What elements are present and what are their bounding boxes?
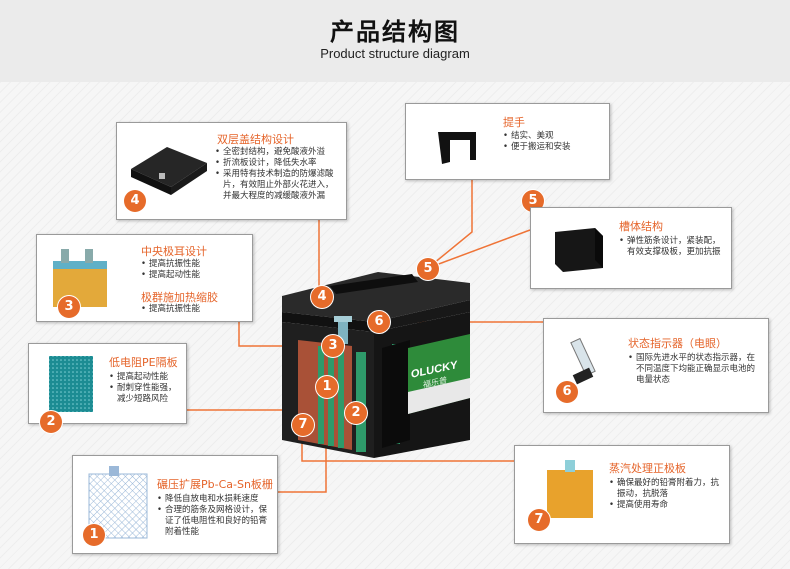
badge-5-case: 5 <box>417 258 439 280</box>
case-part-image <box>555 228 603 272</box>
handle-part-image <box>438 132 476 164</box>
separator-part-image <box>49 356 93 412</box>
separator-title: 低电阻PE隔板 <box>109 356 178 369</box>
case-title: 槽体结构 <box>619 220 663 233</box>
terminal-title: 中央极耳设计 <box>141 245 207 258</box>
case-bullets: 弹性筋条设计，紧装配，有效支撑极板，更加抗振 <box>619 236 727 258</box>
terminal-part-image <box>53 249 107 307</box>
lid-title: 双层盖结构设计 <box>217 133 294 146</box>
callout-handle: 提手 结实、美观 便于搬运和安装 <box>405 103 610 180</box>
indicator-bullets: 国际先进水平的状态指示器，在不同温度下均能正确显示电池的电量状态 <box>628 353 756 386</box>
header-band: 产品结构图 Product structure diagram <box>0 0 790 82</box>
plate-title: 蒸汽处理正极板 <box>609 462 686 475</box>
terminal-bullets: 提高抗振性能 提高起动性能 <box>141 259 249 281</box>
badge-6-indicator: 6 <box>556 381 578 403</box>
handle-bullet: 结实、美观 <box>503 131 607 142</box>
terminal-title2: 极群施加热缩胶 <box>141 291 218 304</box>
battery-handle <box>330 274 418 294</box>
handle-bullets: 结实、美观 便于搬运和安装 <box>503 131 607 153</box>
badge-3-battery: 3 <box>322 335 344 357</box>
plate-bullet: 提高使用寿命 <box>609 500 721 511</box>
badge-2-battery: 2 <box>345 402 367 424</box>
grid-title: 碾压扩展Pb-Ca-Sn板栅 <box>157 478 273 491</box>
page-subtitle: Product structure diagram <box>320 46 470 61</box>
terminal-post <box>338 318 348 344</box>
badge-4-battery: 4 <box>311 286 333 308</box>
terminal-bullet: 提高抗振性能 <box>141 259 249 270</box>
callout-lid: 双层盖结构设计 全密封结构，避免酸液外溢 折流板设计，降低失水率 采用特有技术制… <box>116 122 347 220</box>
plate-part-image <box>547 460 593 518</box>
callout-case: 槽体结构 弹性筋条设计，紧装配，有效支撑极板，更加抗振 <box>530 207 732 289</box>
page-title: 产品结构图 <box>330 18 460 46</box>
badge-4-lid: 4 <box>124 190 146 212</box>
indicator-part-image <box>570 337 596 385</box>
badge-2-separator: 2 <box>40 411 62 433</box>
handle-title: 提手 <box>503 116 525 129</box>
separator-bullet: 提高起动性能 <box>109 372 183 383</box>
badge-7-battery: 7 <box>292 414 314 436</box>
lid-part-image <box>131 147 207 195</box>
badge-3-terminal: 3 <box>58 296 80 318</box>
badge-7-plate: 7 <box>528 509 550 531</box>
lid-bullet: 折流板设计，降低失水率 <box>215 158 339 169</box>
lid-bullet: 全密封结构，避免酸液外溢 <box>215 147 339 158</box>
lid-bullet: 采用特有技术制造的防爆滤酸片，有效阻止外部火花进入，并最大程度的减缓酸液外漏 <box>215 169 339 202</box>
case-bullet: 弹性筋条设计，紧装配，有效支撑极板，更加抗振 <box>619 236 727 258</box>
terminal-bullet: 提高抗振性能 <box>141 304 249 315</box>
grid-bullets: 降低自放电和水损耗速度 合理的筋条及网格设计，保证了低电阻性和良好的铅膏附着性能 <box>157 494 273 538</box>
connector-case <box>427 229 531 269</box>
callout-indicator: 状态指示器（电眼） 国际先进水平的状态指示器，在不同温度下均能正确显示电池的电量… <box>543 318 769 413</box>
grid-bullet: 合理的筋条及网格设计，保证了低电阻性和良好的铅膏附着性能 <box>157 505 273 538</box>
badge-1-grid: 1 <box>83 524 105 546</box>
indicator-bullet: 国际先进水平的状态指示器，在不同温度下均能正确显示电池的电量状态 <box>628 353 756 386</box>
separator-bullet: 耐刺穿性能强，减少短路风险 <box>109 383 183 405</box>
separator-bullets: 提高起动性能 耐刺穿性能强，减少短路风险 <box>109 372 183 405</box>
badge-5-handle: 5 <box>522 190 544 212</box>
lid-bullets: 全密封结构，避免酸液外溢 折流板设计，降低失水率 采用特有技术制造的防爆滤酸片，… <box>215 147 339 202</box>
badge-1-battery: 1 <box>316 376 338 398</box>
indicator-title: 状态指示器（电眼） <box>628 337 727 350</box>
callout-separator: 低电阻PE隔板 提高起动性能 耐刺穿性能强，减少短路风险 <box>28 343 187 424</box>
callout-positive-plate: 蒸汽处理正极板 确保最好的铅膏附着力，抗振动，抗脱落 提高使用寿命 <box>514 445 730 544</box>
plate-bullet: 确保最好的铅膏附着力，抗振动，抗脱落 <box>609 478 721 500</box>
battery-lid <box>282 272 470 322</box>
terminal-bullet: 提高起动性能 <box>141 270 249 281</box>
cutaway-divider <box>382 340 410 448</box>
terminal-bullets2: 提高抗振性能 <box>141 304 249 315</box>
badge-6-battery: 6 <box>368 311 390 333</box>
handle-bullet: 便于搬运和安装 <box>503 142 607 153</box>
plate-bullets: 确保最好的铅膏附着力，抗振动，抗脱落 提高使用寿命 <box>609 478 721 511</box>
connector-handle <box>427 158 473 269</box>
grid-bullet: 降低自放电和水损耗速度 <box>157 494 273 505</box>
